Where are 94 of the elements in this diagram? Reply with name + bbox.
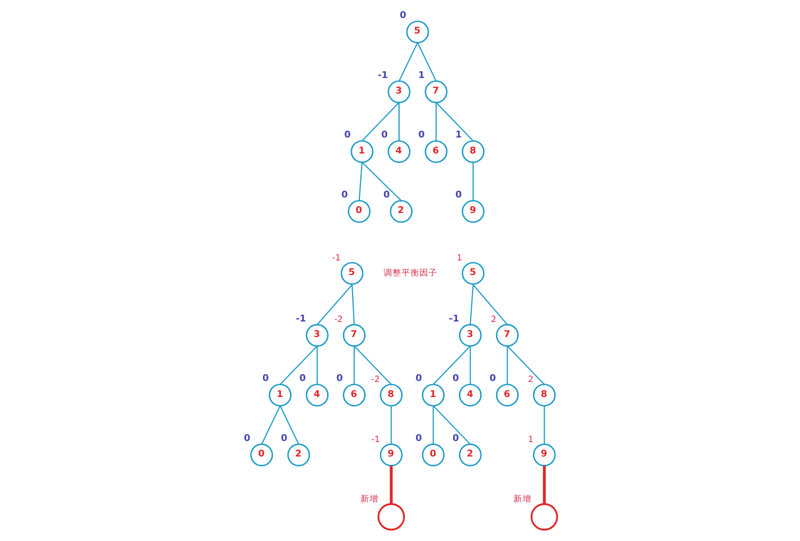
node-circle: 7 <box>495 324 518 347</box>
node-circle: 6 <box>495 384 518 406</box>
node-circle: 0 <box>250 444 273 466</box>
node-circle: 5 <box>406 20 428 44</box>
connector <box>316 284 352 325</box>
node-label: 0 <box>452 373 458 384</box>
node-circle: 9 <box>532 444 556 466</box>
connector <box>506 346 544 385</box>
node-circle: 2 <box>458 444 482 466</box>
node-label: 1 <box>454 130 462 141</box>
node-circle: 2 <box>286 444 310 466</box>
node-circle: 3 <box>305 324 328 347</box>
node-circle <box>377 503 404 531</box>
node-label: -2 <box>334 315 342 326</box>
node-label: -1 <box>332 253 340 264</box>
connector <box>469 346 470 384</box>
node-circle: 4 <box>458 384 482 406</box>
node-circle: 7 <box>424 80 447 104</box>
connector <box>432 405 470 445</box>
connector <box>316 346 318 384</box>
node-label: 0 <box>454 189 462 200</box>
node-circle: 9 <box>379 444 402 466</box>
node-circle: 1 <box>268 384 292 406</box>
node-label: 0 <box>414 373 422 384</box>
node-circle: 8 <box>532 384 556 406</box>
node-label: 0 <box>340 189 348 200</box>
node-circle: 1 <box>421 384 444 406</box>
connector <box>416 42 436 82</box>
node-circle: 8 <box>461 140 484 163</box>
connector <box>435 102 474 142</box>
node-label: -2 <box>370 375 380 386</box>
node-label: 0 <box>280 432 287 444</box>
connector <box>506 346 508 384</box>
node-circle: 5 <box>340 262 363 285</box>
connector <box>469 284 474 325</box>
node-label: -1 <box>295 313 306 324</box>
node-label: 0 <box>489 373 496 384</box>
node-label: 0 <box>452 432 458 444</box>
node-label: 0 <box>298 373 306 384</box>
connector <box>353 346 354 384</box>
connector <box>432 406 434 444</box>
connector <box>435 102 436 141</box>
node-label: -1 <box>370 434 380 445</box>
node-label: -1 <box>377 70 388 81</box>
node-circle: 3 <box>387 80 410 104</box>
node-circle: 6 <box>424 140 447 163</box>
node-circle: 4 <box>305 384 328 406</box>
node-circle: 1 <box>350 140 373 163</box>
connector <box>432 346 470 385</box>
node-label: 0 <box>344 130 350 141</box>
node-label: 2 <box>490 315 496 326</box>
node-label: -1 <box>448 313 459 324</box>
connector <box>390 406 392 444</box>
node-label: 0 <box>380 130 388 141</box>
node-circle <box>530 503 558 531</box>
node-circle: 0 <box>421 444 444 466</box>
connector <box>389 466 392 504</box>
node-label: 1 <box>418 70 424 81</box>
node-label: 0 <box>414 432 422 444</box>
node-circle: 9 <box>461 200 484 223</box>
connector <box>361 162 402 202</box>
node-label: 0 <box>336 373 342 384</box>
node-label: 2 <box>527 375 533 386</box>
connector <box>361 102 399 142</box>
node-label: 1 <box>527 434 533 445</box>
node-label: 0 <box>399 10 406 22</box>
node-circle: 4 <box>387 140 410 163</box>
node-label: 0 <box>382 189 390 200</box>
connector <box>351 284 354 325</box>
node-label: 0 <box>418 130 424 141</box>
connector <box>543 406 544 444</box>
node-label: 0 <box>243 432 250 444</box>
node-circle: 3 <box>458 324 482 347</box>
node-label: 新增 <box>513 494 532 505</box>
connector <box>542 466 546 504</box>
node-circle: 5 <box>461 262 484 285</box>
connector <box>279 406 299 444</box>
node-circle: 0 <box>347 200 370 223</box>
node-circle: 6 <box>342 384 366 406</box>
connector <box>398 42 418 82</box>
node-circle: 2 <box>389 200 412 223</box>
node-label: 新增 <box>360 494 378 505</box>
label: 调整平衡因子 <box>382 268 437 279</box>
node-circle: 7 <box>342 324 366 347</box>
connector <box>358 162 362 201</box>
connector <box>279 346 318 385</box>
connector <box>260 406 280 444</box>
connector <box>472 162 474 201</box>
connector <box>398 102 400 141</box>
node-circle: 8 <box>379 384 402 406</box>
connector <box>353 346 392 385</box>
connector <box>472 284 508 325</box>
node-label: 0 <box>262 373 268 384</box>
node-label: 1 <box>456 253 462 264</box>
